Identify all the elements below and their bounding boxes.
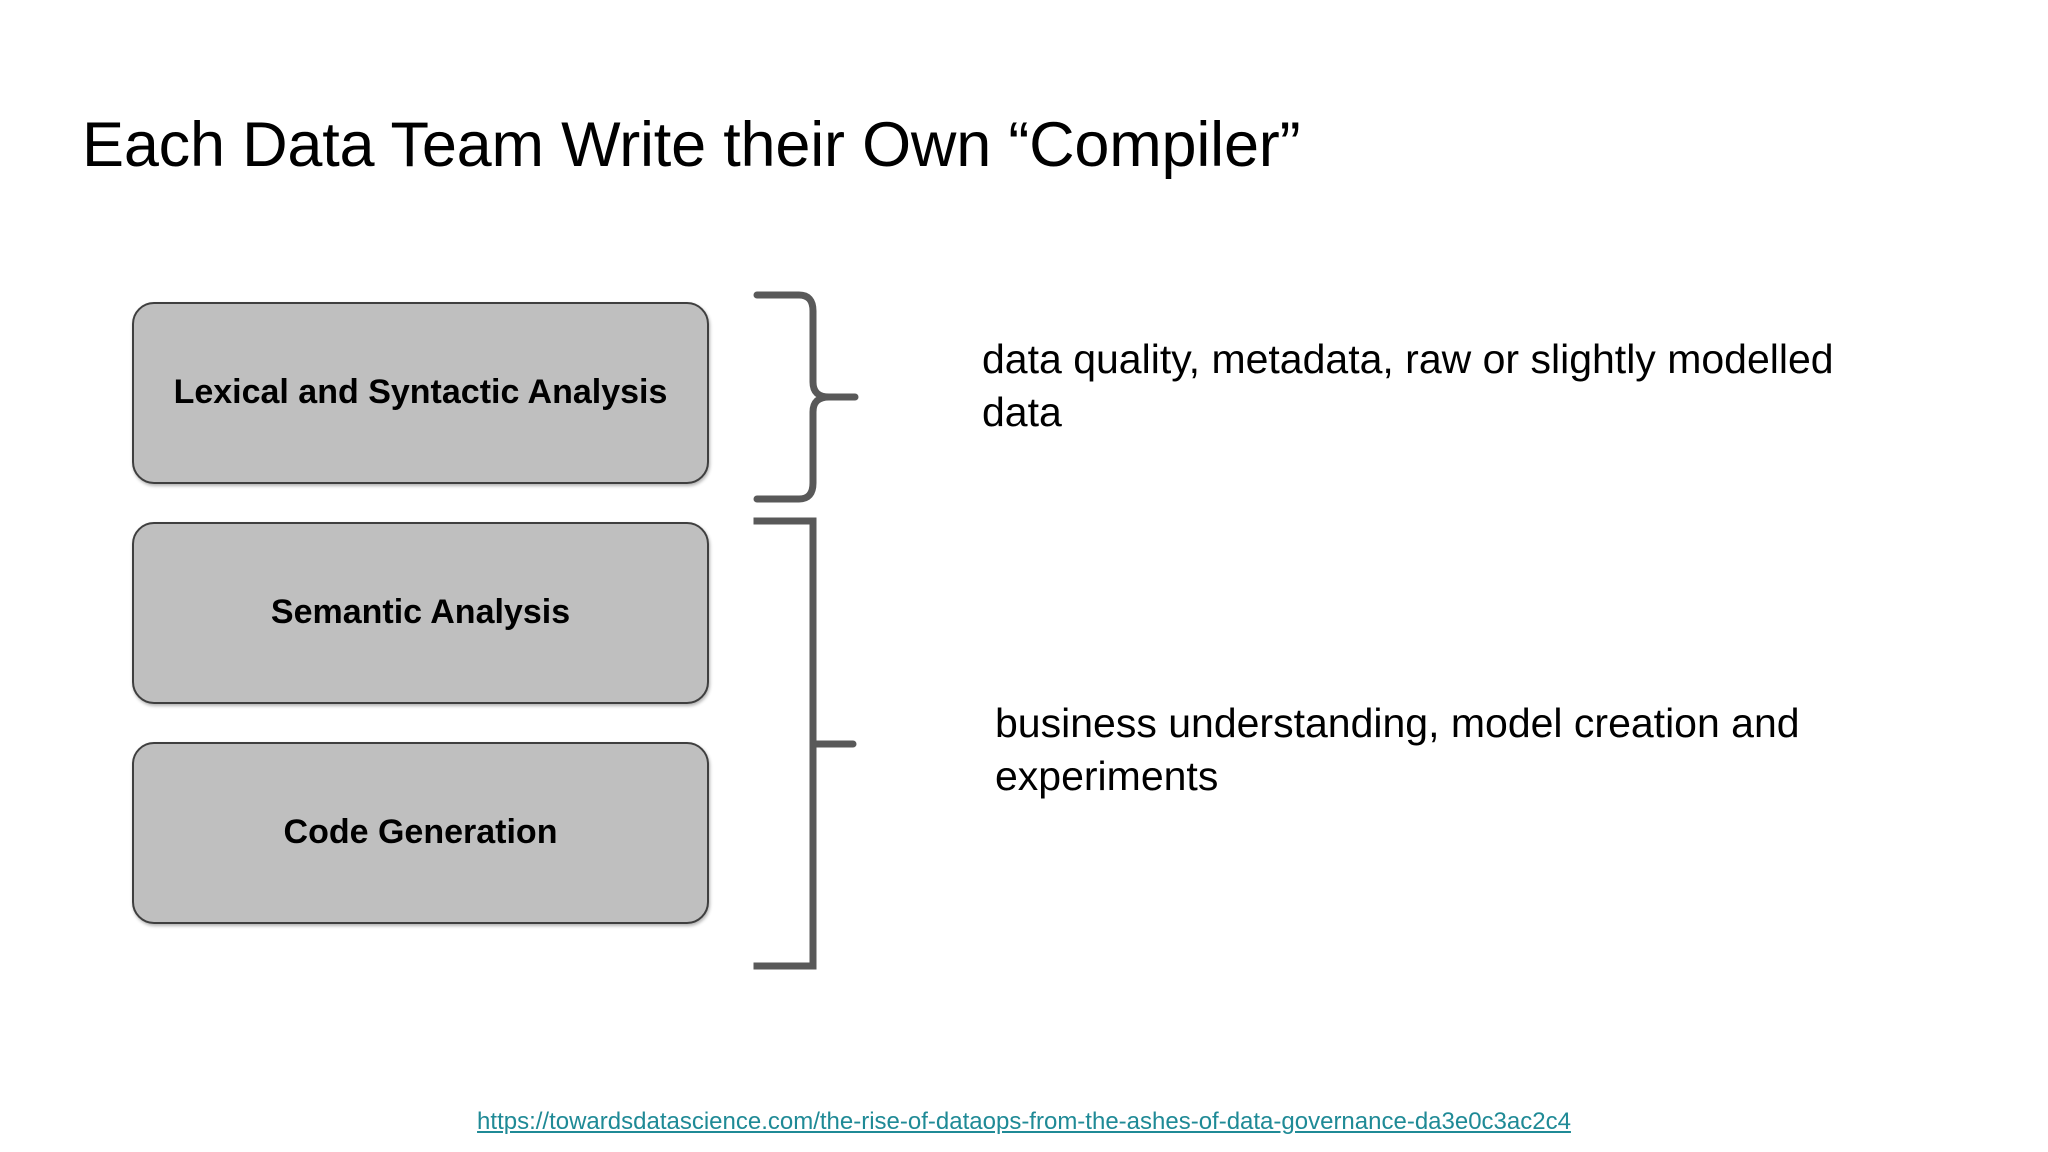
source-url-link[interactable]: https://towardsdatascience.com/the-rise-… <box>477 1108 1571 1135</box>
annotation-bottom: business understanding, model creation a… <box>995 700 1800 800</box>
page-title: Each Data Team Write their Own “Compiler… <box>82 110 1301 180</box>
annotation-top: data quality, metadata, raw or slightly … <box>982 336 1834 436</box>
square-bracket-right-icon <box>753 517 857 970</box>
stage-box-lexical-label: Lexical and Syntactic Analysis <box>173 373 668 412</box>
stage-box-semantic[interactable]: Semantic Analysis <box>132 522 709 704</box>
stage-box-codegen-label: Code Generation <box>283 813 558 852</box>
curly-brace-right-icon <box>753 291 859 503</box>
stage-box-semantic-label: Semantic Analysis <box>270 593 571 632</box>
stage-box-lexical[interactable]: Lexical and Syntactic Analysis <box>132 302 709 484</box>
stage-box-codegen[interactable]: Code Generation <box>132 742 709 924</box>
